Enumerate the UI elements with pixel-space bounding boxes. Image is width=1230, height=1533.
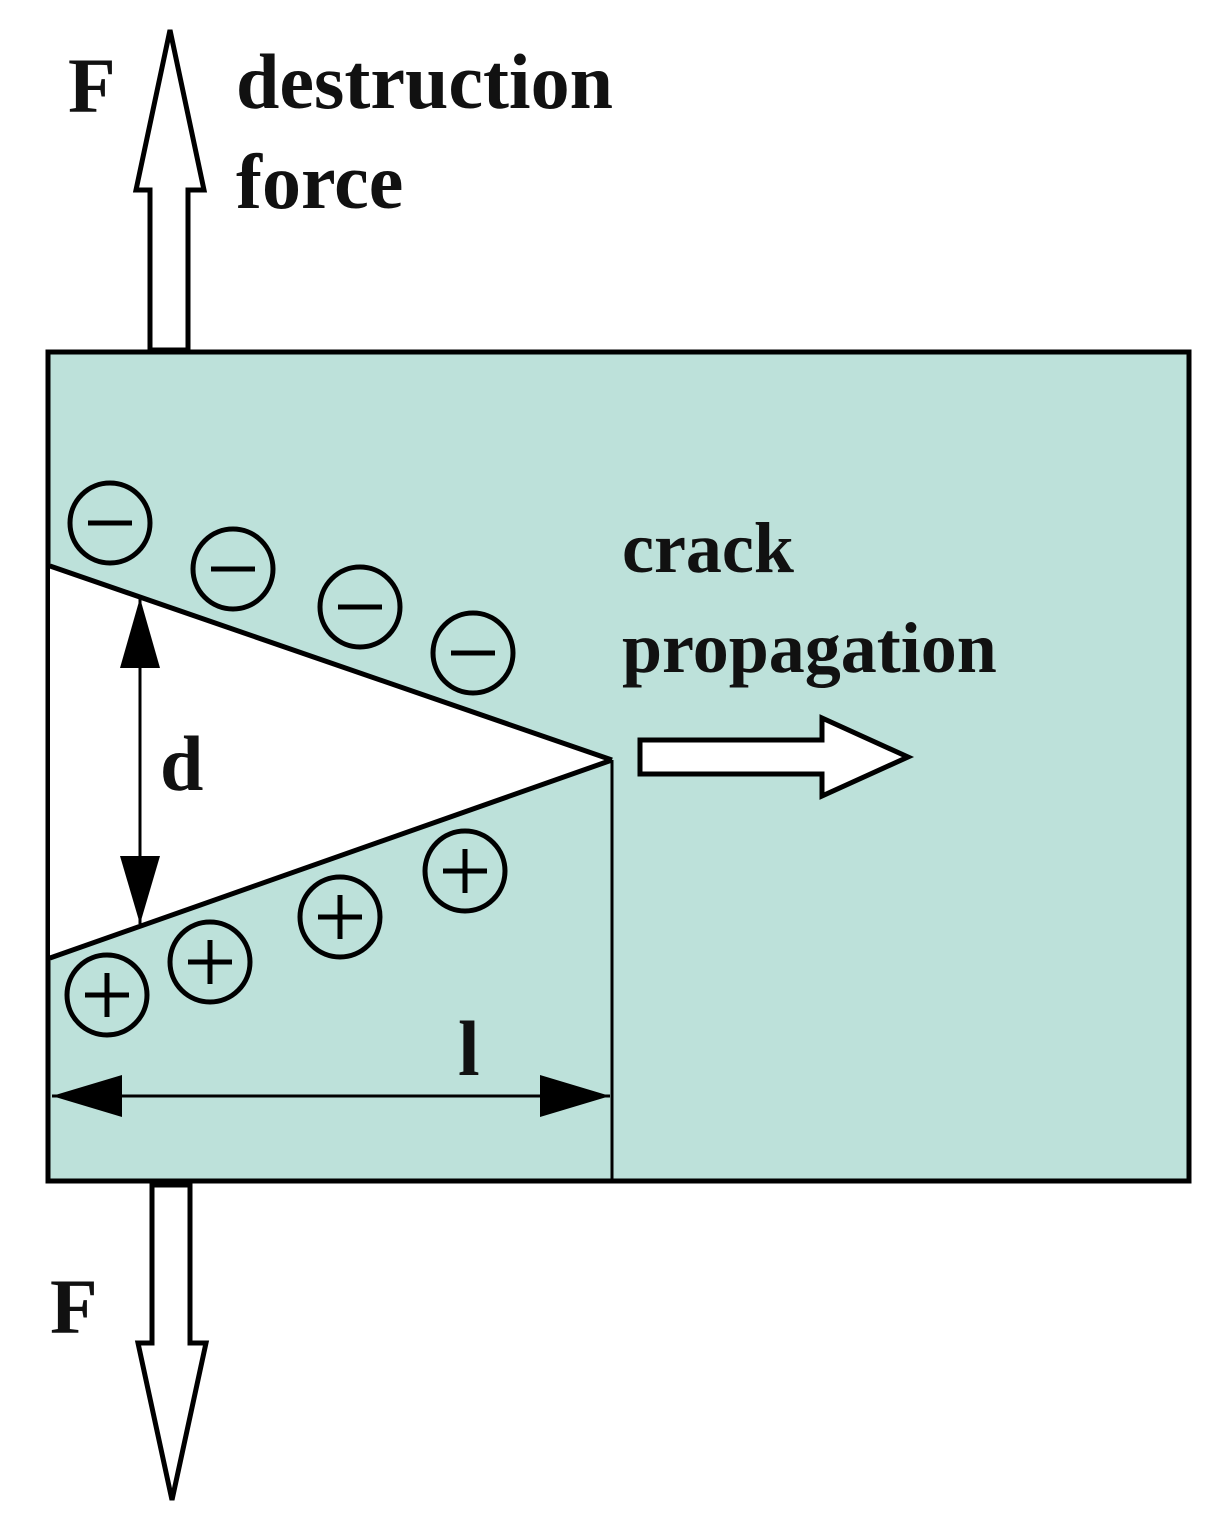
crack-propagation-label-line2: propagation [622,608,997,688]
negative-charge [190,526,276,612]
negative-charge [67,480,153,566]
negative-charge [430,610,516,696]
negative-charges [67,480,516,696]
crack-wedge [50,566,612,958]
destruction-force-label-line2: force [236,138,403,225]
positive-charge [167,919,253,1005]
destruction-force-label-line1: destruction [236,38,613,125]
crack-upper-face [49,563,613,763]
crack-propagation-label-line1: crack [622,508,794,588]
positive-charge [64,952,150,1038]
force-arrow-down [134,1182,210,1501]
crack-lower-face [49,757,613,961]
gap-width-label: d [160,720,203,807]
d-arrowhead-down [120,856,160,924]
negative-charge [317,564,403,650]
force-label-top: F [68,42,116,129]
crack-length-dimension [52,1075,610,1117]
positive-charge [422,828,508,914]
force-arrow-up [132,29,208,353]
propagation-arrow [637,714,915,800]
l-arrowhead-right [540,1075,610,1117]
d-arrowhead-up [120,598,160,668]
gap-width-dimension [120,598,160,924]
crack-length-label: l [458,1005,480,1092]
l-arrowhead-left [52,1075,122,1117]
positive-charges [64,828,508,1038]
positive-charge [297,874,383,960]
force-label-bottom: F [50,1263,98,1350]
